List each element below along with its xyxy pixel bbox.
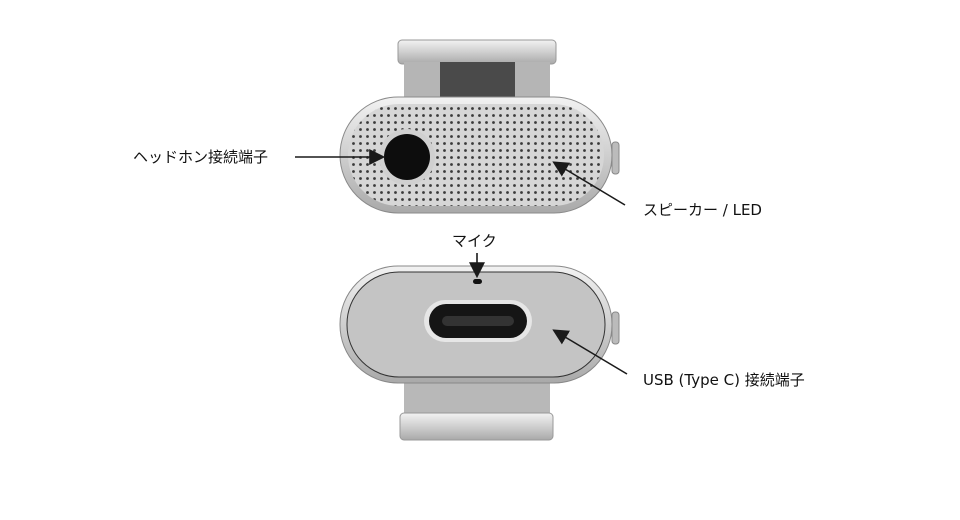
hinge-spring	[440, 62, 515, 98]
speaker-led-label: スピーカー / LED	[643, 201, 762, 219]
side-button	[611, 141, 620, 175]
headphone-jack	[384, 134, 430, 180]
headphone-jack-label: ヘッドホン接続端子	[133, 148, 269, 166]
speaker-arrow	[552, 161, 626, 206]
mic-label: マイク	[452, 232, 497, 250]
top-view-device	[339, 39, 620, 214]
bottom-view-device	[339, 265, 620, 441]
usb-arrow	[552, 329, 628, 375]
usb-port-label: USB (Type C) 接続端子	[643, 371, 805, 389]
mic-hole	[473, 279, 482, 284]
